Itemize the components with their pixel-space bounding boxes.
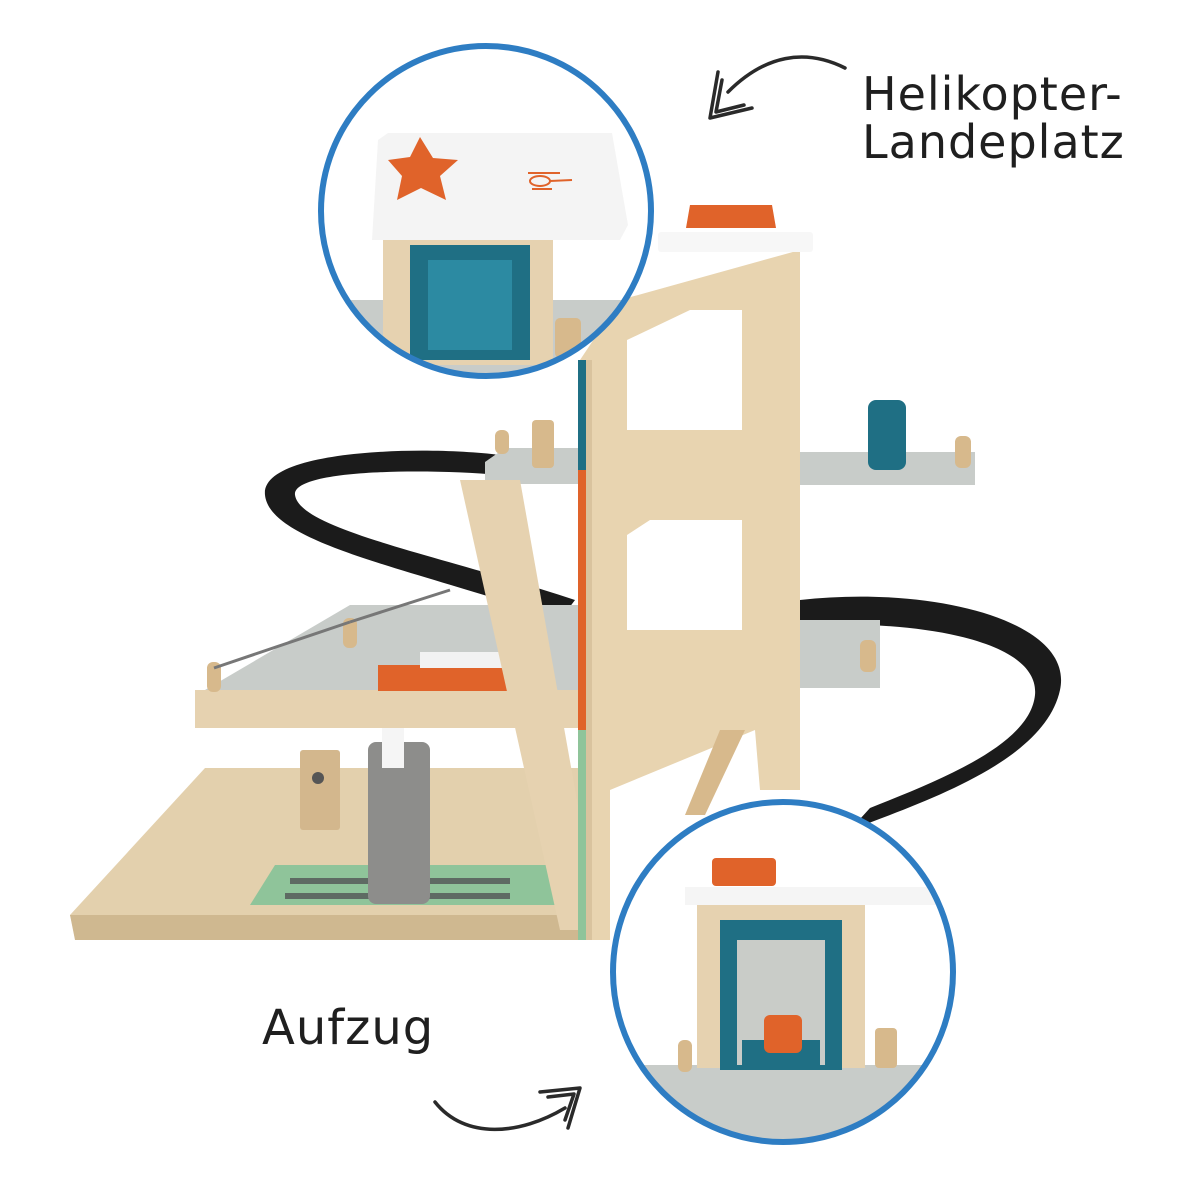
tower-roof xyxy=(658,232,813,252)
middle-right-platform xyxy=(800,620,880,688)
helipad-annotation: Helikopter- Landeplatz xyxy=(862,70,1125,167)
helipad-annotation-line1: Helikopter- xyxy=(862,67,1123,121)
barrier-post xyxy=(868,400,906,470)
helicopter-icon xyxy=(528,172,573,190)
tower-window-middle xyxy=(627,520,742,630)
toy-car xyxy=(764,1015,802,1053)
arrow-to-helipad-icon xyxy=(708,55,847,120)
arrow-to-elevator-icon xyxy=(433,1086,582,1132)
helipad-zoom-circle xyxy=(318,43,654,379)
helipad-annotation-line2: Landeplatz xyxy=(862,115,1125,170)
car-wash-brush xyxy=(368,742,430,904)
elevator-zoom-circle xyxy=(610,799,956,1145)
star-knob xyxy=(686,205,776,228)
fuel-pump xyxy=(300,750,340,830)
elevator-annotation: Aufzug xyxy=(262,1000,435,1056)
star-block xyxy=(388,137,458,200)
tower-window-top xyxy=(627,310,742,430)
lower-ramp xyxy=(800,596,1062,830)
upper-left-platform xyxy=(485,448,580,484)
